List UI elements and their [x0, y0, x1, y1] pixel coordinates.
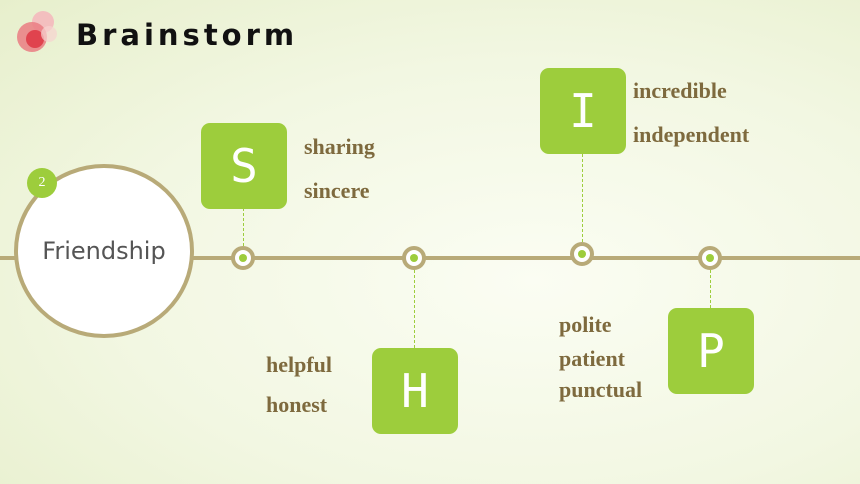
letter-box-h: H	[372, 348, 458, 434]
word-patient: patient	[559, 346, 625, 371]
connector-i	[582, 154, 583, 242]
timeline-node-i	[570, 242, 594, 266]
word-sharing: sharing	[304, 134, 375, 159]
word-punctual: punctual	[559, 377, 643, 402]
letter-box-p: P	[668, 308, 754, 394]
page-title: Brainstorm	[76, 18, 299, 52]
word-polite: polite	[559, 312, 612, 337]
center-label: Friendship	[42, 237, 166, 265]
word-sincere: sincere	[304, 178, 370, 203]
slide-number-badge: 2	[27, 168, 57, 198]
word-incredible: incredible	[633, 78, 727, 103]
logo-icon	[17, 11, 57, 52]
letter-box-i: I	[540, 68, 626, 154]
connector-h	[414, 270, 415, 348]
letter-box-s: S	[201, 123, 287, 209]
connector-p	[710, 270, 711, 308]
word-honest: honest	[266, 392, 328, 417]
timeline-line	[0, 256, 860, 260]
timeline-node-p	[698, 246, 722, 270]
timeline-node-s	[231, 246, 255, 270]
word-helpful: helpful	[266, 352, 333, 377]
word-independent: independent	[633, 122, 750, 147]
timeline-node-h	[402, 246, 426, 270]
connector-s	[243, 208, 244, 246]
